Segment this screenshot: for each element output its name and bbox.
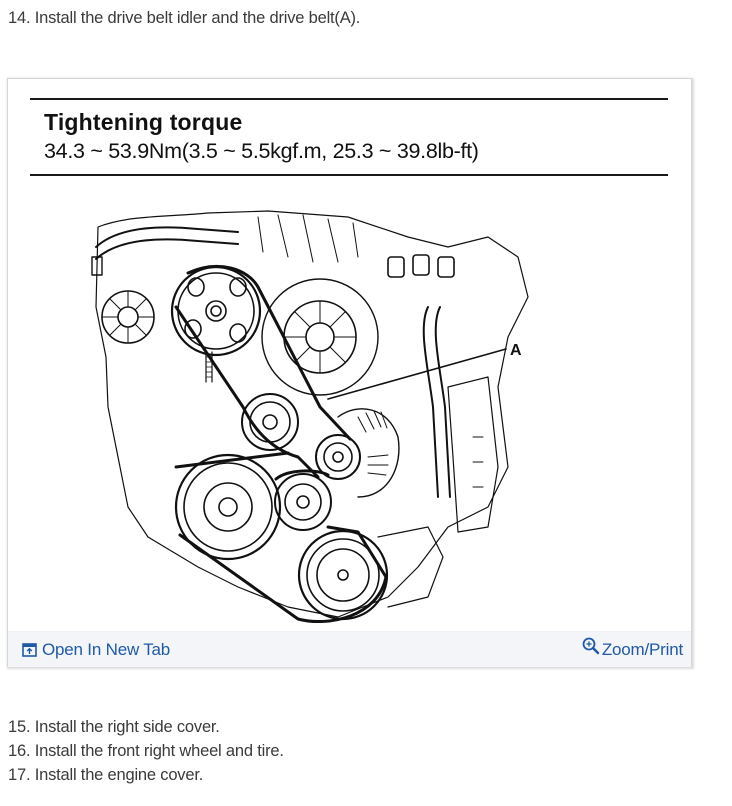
zoom-print-label: Zoom/Print	[601, 640, 683, 659]
rule-bottom	[30, 174, 668, 176]
open-in-new-tab-link[interactable]: Open In New Tab	[22, 640, 170, 660]
step-14: 14. Install the drive belt idler and the…	[8, 9, 361, 27]
step-17: 17. Install the engine cover.	[8, 766, 204, 784]
steps-list: 15. Install the right side cover. 16. In…	[8, 715, 284, 787]
rule-top	[30, 98, 668, 100]
engine-belt-diagram	[91, 210, 529, 623]
figure-container: Tightening torque 34.3 ~ 53.9Nm(3.5 ~ 5.…	[7, 78, 692, 667]
open-new-tab-icon	[22, 643, 37, 657]
zoom-print-link[interactable]: Zoom/Print	[582, 637, 683, 660]
step-15: 15. Install the right side cover.	[8, 718, 220, 736]
torque-title: Tightening torque	[44, 109, 243, 135]
torque-value: 34.3 ~ 53.9Nm(3.5 ~ 5.5kgf.m, 25.3 ~ 39.…	[44, 139, 479, 163]
step-16: 16. Install the front right wheel and ti…	[8, 742, 284, 760]
callout-label-a: A	[510, 342, 522, 359]
figure-footer: Open In New Tab Zoom/Print	[8, 631, 691, 667]
figure-image[interactable]: Tightening torque 34.3 ~ 53.9Nm(3.5 ~ 5.…	[8, 79, 691, 631]
open-in-new-tab-label: Open In New Tab	[42, 640, 171, 659]
zoom-in-icon	[582, 637, 600, 655]
